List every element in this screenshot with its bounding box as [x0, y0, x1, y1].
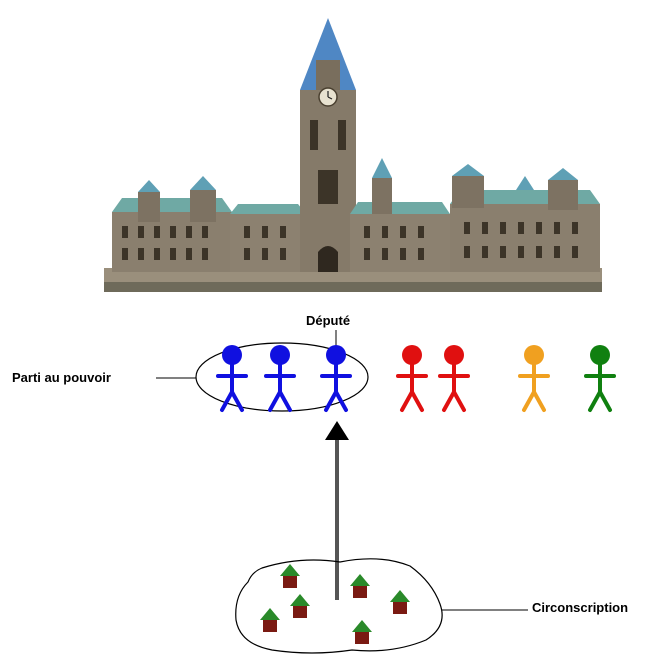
member-figure: [216, 345, 248, 412]
member-figure: [396, 345, 428, 412]
member-figure: [584, 345, 616, 412]
member-figure: [518, 345, 550, 412]
house-icon: [352, 620, 372, 644]
house-icon: [390, 590, 410, 614]
election-arrow: [325, 421, 349, 600]
member-figure: [264, 345, 296, 412]
party-in-power-ellipse: [195, 342, 369, 412]
circonscription-label: Circonscription: [532, 600, 628, 615]
parliament-building-image: [104, 18, 602, 292]
house-icon: [290, 594, 310, 618]
riding-outline: [235, 558, 443, 654]
depute-label: Député: [306, 313, 350, 328]
house-icon: [260, 608, 280, 632]
house-icon: [350, 574, 370, 598]
member-figure: [320, 345, 352, 412]
parti-label: Parti au pouvoir: [12, 370, 111, 385]
house-icon: [280, 564, 300, 588]
member-figure: [438, 345, 470, 412]
